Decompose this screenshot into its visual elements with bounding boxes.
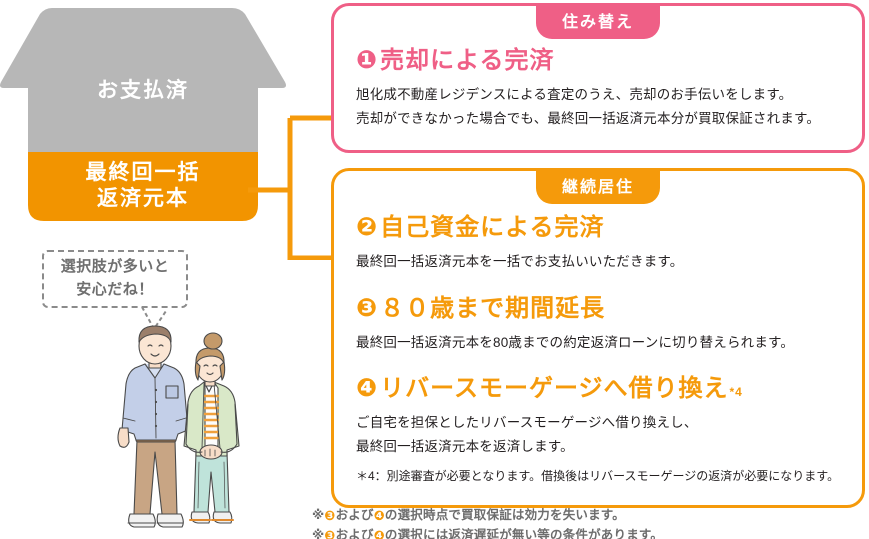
house-diagram: お支払済 最終回一括 返済元本 bbox=[0, 0, 300, 230]
card-body-continue-living: ❷ 自己資金による完済 最終回一括返済元本を一括でお支払いいただきます。 ❸ ８… bbox=[334, 171, 862, 496]
couple-illustration bbox=[117, 325, 240, 528]
house-shape bbox=[0, 8, 286, 221]
footnote-1-number-a: ❸ bbox=[324, 508, 336, 523]
footnote-2-prefix: ※ bbox=[312, 527, 325, 539]
card-continue-living: 継続居住 ❷ 自己資金による完済 最終回一括返済元本を一括でお支払いいただきます… bbox=[331, 168, 865, 508]
speech-bubble-text: 選択肢が多いと 安心だね！ bbox=[60, 258, 170, 299]
option-1-heading: ❶ 売却による完済 bbox=[356, 40, 840, 75]
speech-bubble bbox=[42, 250, 188, 308]
footnote-2-number-b: ❹ bbox=[373, 527, 385, 539]
house-body-principal bbox=[28, 152, 258, 221]
card-tab-move-house: 住み替え bbox=[535, 3, 661, 39]
house-roof bbox=[0, 8, 286, 88]
option-3-title: ８０歳まで期間延長 bbox=[380, 294, 606, 322]
house-body-paid bbox=[28, 58, 258, 153]
option-2-heading: ❷ 自己資金による完済 bbox=[356, 207, 840, 242]
option-3-heading: ❸ ８０歳まで期間延長 bbox=[356, 288, 840, 323]
option-2-number: ❷ bbox=[356, 213, 379, 241]
card-tab-continue-living: 継続居住 bbox=[535, 168, 661, 204]
card-body-move-house: ❶ 売却による完済 旭化成不動産レジデンスによる査定のうえ、売却のお手伝いをしま… bbox=[334, 6, 862, 154]
card-move-house: 住み替え ❶ 売却による完済 旭化成不動産レジデンスによる査定のうえ、売却のお手… bbox=[331, 3, 865, 153]
footnote-1-number-b: ❹ bbox=[373, 508, 385, 523]
house-paid-label: お支払済 bbox=[97, 79, 189, 102]
option-1-description: 旭化成不動産レジデンスによる査定のうえ、売却のお手伝いをします。 売却ができなか… bbox=[356, 87, 821, 126]
option-1-title: 売却による完済 bbox=[380, 47, 555, 74]
footnotes: ※ ❸ および ❹ の選択時点で買取保証は効力を失います。 ※ ❸ および ❹ … bbox=[312, 506, 663, 539]
option-3-description: 最終回一括返済元本を80歳までの約定返済ローンに切り替えられます。 bbox=[356, 334, 795, 350]
option-4-footnote-marker: *4 bbox=[729, 385, 743, 400]
footnote-1-text: の選択時点で買取保証は効力を失います。 bbox=[384, 508, 625, 523]
option-4-heading: ❹ リバースモーゲージへ借り換え *4 bbox=[356, 368, 840, 403]
option-1-number: ❶ bbox=[356, 46, 379, 74]
footnote-2-number-a: ❸ bbox=[324, 527, 336, 539]
footnote-1-conjunction: および bbox=[335, 508, 374, 523]
footnote-line-1: ※ ❸ および ❹ の選択時点で買取保証は効力を失います。 bbox=[312, 506, 663, 526]
house-principal-label: 最終回一括 返済元本 bbox=[85, 161, 201, 211]
footnote-2-text: の選択には返済遅延が無い等の条件があります。 bbox=[384, 527, 664, 539]
option-4-title: リバースモーゲージへ借り換え bbox=[380, 375, 729, 403]
speech-bubble-tail bbox=[141, 306, 167, 331]
connector-bracket bbox=[248, 115, 333, 260]
option-2-title: 自己資金による完済 bbox=[380, 214, 605, 241]
option-4-description: ご自宅を担保としたリバースモーゲージへ借り換えし、 最終回一括返済元本を返済しま… bbox=[356, 415, 698, 454]
footnote-line-2: ※ ❸ および ❹ の選択には返済遅延が無い等の条件があります。 bbox=[312, 526, 663, 539]
option-4-number: ❹ bbox=[356, 374, 379, 403]
option-2-description: 最終回一括返済元本を一括でお支払いいただきます。 bbox=[356, 254, 684, 269]
option-4-note: ＊4：別途審査が必要となります。借換後はリバースモーゲージの返済が必要になります… bbox=[356, 468, 840, 483]
footnote-2-conjunction: および bbox=[335, 527, 374, 539]
option-3-number: ❸ bbox=[356, 293, 379, 322]
footnote-1-prefix: ※ bbox=[312, 508, 325, 523]
